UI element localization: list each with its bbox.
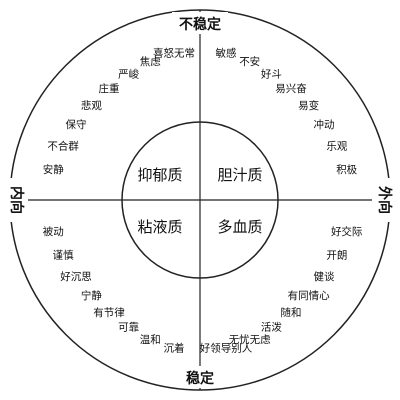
trait-label: 焦虑: [140, 55, 161, 68]
trait-label: 安静: [43, 163, 64, 176]
trait-label: 好沉思: [60, 270, 92, 283]
trait-label: 活泼: [261, 321, 282, 334]
trait-label: 宁静: [81, 289, 102, 302]
trait-label: 不合群: [47, 140, 79, 153]
trait-label: 温和: [140, 334, 161, 346]
trait-label: 有同情心: [288, 289, 330, 302]
trait-label: 好斗: [261, 68, 282, 80]
trait-label: 易兴奋: [275, 82, 307, 95]
trait-label: 喜怒无常: [153, 46, 195, 59]
trait-label: 开朗: [326, 250, 347, 262]
trait-label: 沉着: [164, 342, 185, 355]
trait-label: 不安: [239, 55, 260, 68]
trait-label: 健谈: [314, 270, 335, 283]
trait-label: 庄重: [99, 82, 120, 95]
trait-label: 敏感: [216, 46, 237, 59]
axis-label-top: 不稳定: [179, 16, 221, 33]
trait-label: 被动: [43, 225, 64, 238]
trait-label: 有节律: [93, 306, 125, 319]
trait-label: 好交际: [331, 225, 363, 238]
axis-label-right: 外向: [376, 186, 393, 214]
trait-label: 乐观: [326, 141, 347, 153]
temperament-choleric: 胆汁质: [217, 166, 262, 184]
temperament-sanguine: 多血质: [217, 218, 262, 236]
temperament-phlegmatic: 粘液质: [137, 218, 182, 236]
trait-label: 积极: [336, 163, 357, 176]
trait-label: 可靠: [118, 321, 139, 334]
trait-label: 严峻: [118, 67, 139, 80]
trait-label: 悲观: [81, 99, 102, 112]
trait-label: 好领导别人: [200, 342, 253, 355]
trait-label: 保守: [66, 118, 87, 131]
trait-label: 冲动: [314, 118, 335, 131]
trait-label: 易变: [298, 99, 319, 112]
trait-label: 谨慎: [53, 249, 74, 262]
axis-label-left: 内向: [8, 186, 25, 214]
trait-label: 随和: [281, 306, 302, 319]
axis-label-bottom: 稳定: [186, 370, 214, 387]
trait-label: 无忧无虑: [229, 333, 271, 346]
temperament-melancholic: 抑郁质: [137, 166, 182, 184]
